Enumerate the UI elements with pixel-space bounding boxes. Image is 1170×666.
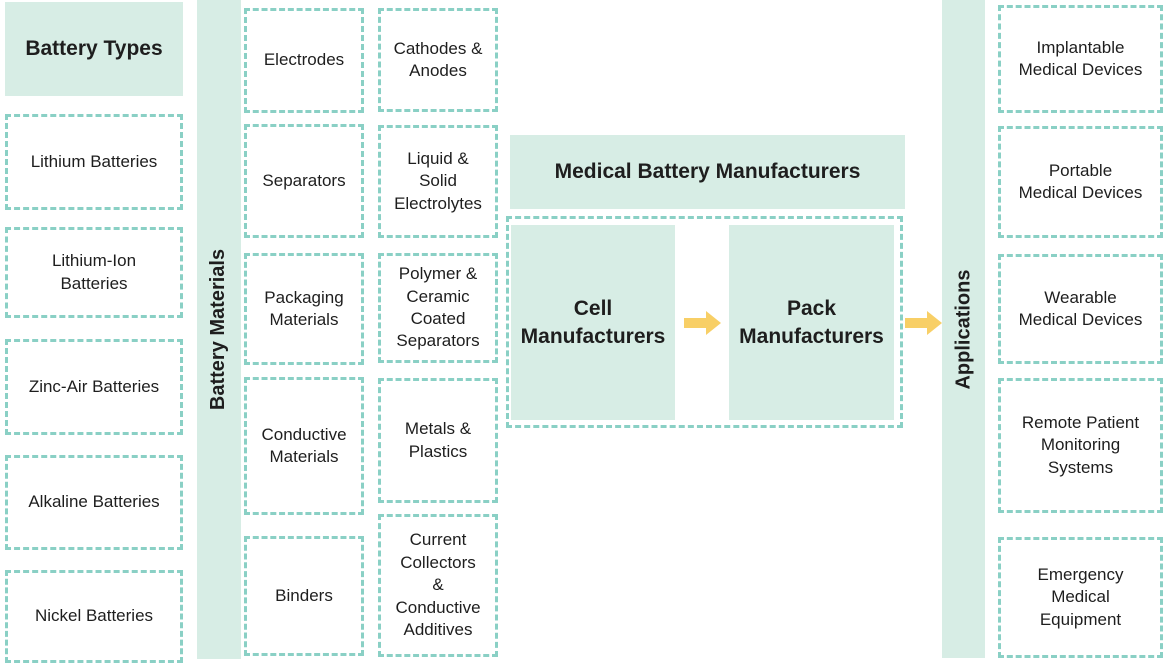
- material-metals-plastics: Metals & Plastics: [378, 378, 498, 503]
- material-cathodes-anodes: Cathodes & Anodes: [378, 8, 498, 112]
- battery-type-label: Alkaline Batteries: [28, 492, 160, 512]
- material-label: Liquid & Solid Electrolytes: [394, 148, 482, 213]
- material-electrolytes: Liquid & Solid Electrolytes: [378, 125, 498, 238]
- applications-strip: Applications: [942, 0, 985, 658]
- material-conductive-materials: Conductive Materials: [244, 377, 364, 515]
- battery-materials-strip: Battery Materials: [197, 0, 241, 659]
- cell-to-pack-arrow-icon: [684, 311, 721, 335]
- battery-types-header-label: Battery Types: [25, 37, 163, 60]
- material-separators: Separators: [244, 124, 364, 238]
- pack-to-applications-arrow-icon: [905, 311, 942, 335]
- battery-type-label: Zinc-Air Batteries: [28, 376, 160, 396]
- application-remote-monitoring: Remote Patient Monitoring Systems: [998, 378, 1163, 513]
- material-label: Electrodes: [263, 50, 345, 70]
- material-label: Packaging Materials: [264, 287, 344, 329]
- material-label: Metals & Plastics: [404, 419, 472, 461]
- material-label: Current Collectors & Conductive Additive…: [395, 530, 481, 640]
- application-wearable-devices: Wearable Medical Devices: [998, 254, 1163, 364]
- pack-manufacturers-label: Pack Manufacturers: [739, 297, 884, 348]
- application-label: Emergency Medical Equipment: [1037, 564, 1124, 629]
- material-electrodes: Electrodes: [244, 8, 364, 113]
- application-portable-devices: Portable Medical Devices: [998, 126, 1163, 238]
- material-label: Binders: [275, 585, 333, 605]
- pack-manufacturers-box: Pack Manufacturers: [729, 225, 894, 420]
- application-label: Portable Medical Devices: [1018, 160, 1143, 202]
- battery-type-lithium: Lithium Batteries: [5, 114, 183, 210]
- material-label: Cathodes & Anodes: [393, 38, 483, 80]
- battery-type-label: Nickel Batteries: [34, 606, 154, 626]
- battery-type-zinc-air: Zinc-Air Batteries: [5, 339, 183, 435]
- application-emergency-equipment: Emergency Medical Equipment: [998, 537, 1163, 658]
- material-binders: Binders: [244, 536, 364, 656]
- applications-strip-label: Applications: [952, 268, 975, 390]
- material-current-collectors: Current Collectors & Conductive Additive…: [378, 514, 498, 657]
- material-coated-separators: Polymer & Ceramic Coated Separators: [378, 253, 498, 363]
- material-label: Polymer & Ceramic Coated Separators: [396, 264, 480, 351]
- material-label: Separators: [262, 170, 346, 190]
- application-implantable-devices: Implantable Medical Devices: [998, 5, 1163, 113]
- cell-manufacturers-box: Cell Manufacturers: [511, 225, 675, 420]
- application-label: Remote Patient Monitoring Systems: [1021, 412, 1140, 477]
- manufacturers-header: Medical Battery Manufacturers: [510, 135, 905, 209]
- cell-manufacturers-label: Cell Manufacturers: [520, 297, 666, 348]
- battery-types-header: Battery Types: [5, 2, 183, 96]
- battery-type-nickel: Nickel Batteries: [5, 570, 183, 663]
- battery-type-label: Lithium-Ion Batteries: [51, 251, 137, 293]
- battery-type-lithium-ion: Lithium-Ion Batteries: [5, 227, 183, 318]
- application-label: Implantable Medical Devices: [1018, 37, 1143, 79]
- battery-materials-strip-label: Battery Materials: [207, 248, 230, 411]
- battery-type-alkaline: Alkaline Batteries: [5, 455, 183, 550]
- material-packaging-materials: Packaging Materials: [244, 253, 364, 365]
- manufacturers-header-label: Medical Battery Manufacturers: [554, 160, 861, 183]
- application-label: Wearable Medical Devices: [1018, 287, 1143, 329]
- material-label: Conductive Materials: [261, 424, 347, 466]
- battery-type-label: Lithium Batteries: [30, 151, 158, 171]
